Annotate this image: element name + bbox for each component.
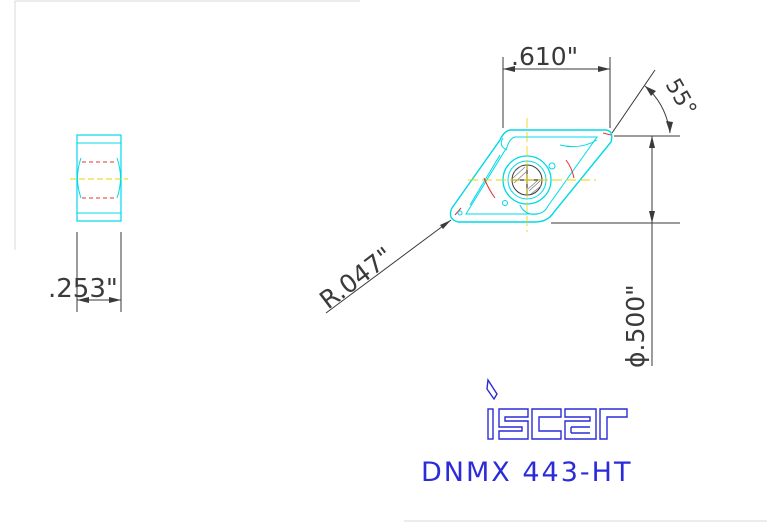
width-label: .610": [511, 42, 578, 71]
radius-dimension: [325, 219, 452, 314]
thickness-label: .253": [48, 274, 118, 304]
radius-label: R.047": [314, 241, 398, 315]
iscar-logo: [486, 377, 628, 440]
insert-top-view: [449, 118, 613, 232]
inscribed-circle-label: ϕ.500": [621, 284, 650, 368]
angle-dimension: [611, 69, 673, 134]
product-code: DNMX 443-HT: [421, 457, 632, 488]
angle-label: 55°: [660, 75, 701, 121]
width-dimension: [502, 57, 611, 128]
thickness-dimension: [76, 232, 122, 312]
inscribed-circle-dimension: [551, 135, 680, 366]
insert-side-view: [70, 134, 128, 222]
page-frame: [14, 0, 767, 522]
